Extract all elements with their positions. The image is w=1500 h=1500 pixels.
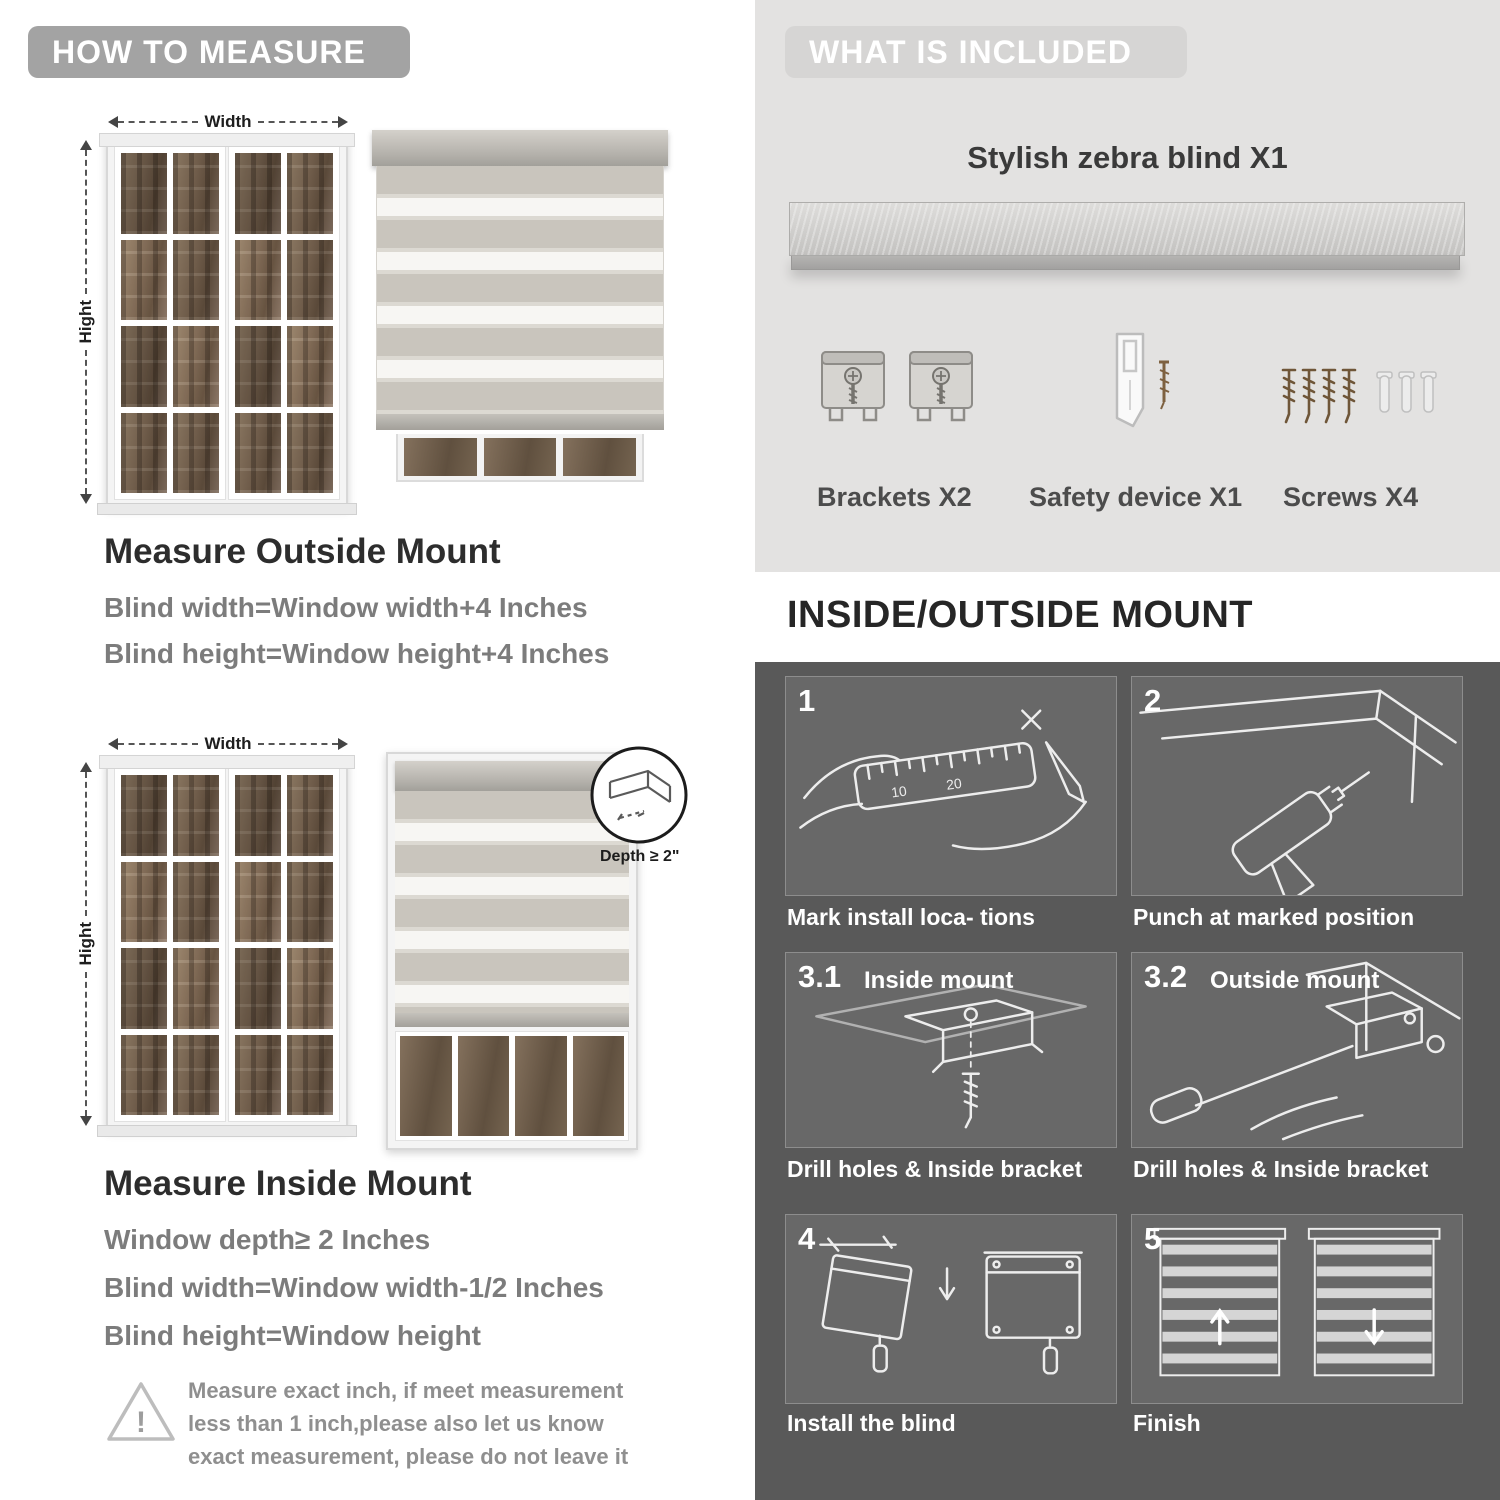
depth-callout-label: Depth ≥ 2" bbox=[600, 848, 680, 865]
window-illustration-inside bbox=[97, 755, 357, 1137]
step-number: 2 bbox=[1144, 683, 1162, 718]
screws-label: Screws X4 bbox=[1283, 482, 1419, 512]
arrow-down-icon bbox=[80, 494, 92, 504]
width-label: Width bbox=[204, 112, 252, 131]
step-panel-3-2: 3.2 Outside mount bbox=[1131, 952, 1463, 1148]
step2-drill-illustration bbox=[1139, 689, 1457, 895]
blind-cassette bbox=[395, 761, 629, 791]
step-panel-5: 5 bbox=[1131, 1214, 1463, 1404]
step-title: Inside mount bbox=[864, 967, 1014, 994]
bracket-icon bbox=[909, 351, 973, 422]
step3-1-inside-bracket-illustration bbox=[815, 983, 1087, 1129]
height-label: Hight bbox=[76, 300, 95, 344]
step-caption-5: Finish bbox=[1133, 1410, 1201, 1436]
step-panel-4: 4 bbox=[785, 1214, 1117, 1404]
mount-steps-section: 1 10 20 Mark install loca- tions bbox=[755, 662, 1500, 1500]
what-is-included-section: WHAT IS INCLUDED Stylish zebra blind X1 bbox=[755, 0, 1500, 572]
arrow-right-icon bbox=[338, 738, 348, 750]
bracket-icon bbox=[821, 351, 885, 422]
blind-fabric-stripes bbox=[376, 166, 664, 414]
product-title: Stylish zebra blind X1 bbox=[967, 140, 1288, 175]
window-illustration-outside bbox=[97, 133, 357, 515]
svg-text:10: 10 bbox=[890, 782, 908, 800]
inside-formula-height: Blind height=Window height bbox=[104, 1320, 481, 1351]
svg-text:!: ! bbox=[136, 1406, 146, 1439]
measurement-note: Measure exact inch, if meet measurement … bbox=[188, 1378, 629, 1469]
zebra-blind-headrail-illustration bbox=[789, 202, 1465, 270]
window-casement bbox=[228, 146, 340, 500]
step-caption-3-1: Drill holes & Inside bracket bbox=[787, 1156, 1083, 1182]
arrow-right-icon bbox=[338, 116, 348, 128]
step5-finish-illustration bbox=[1153, 1227, 1441, 1377]
arrow-down-icon bbox=[80, 1116, 92, 1126]
window-behind-blind bbox=[395, 434, 645, 482]
step3-2-outside-bracket-illustration bbox=[1149, 961, 1461, 1141]
headrail-lip bbox=[791, 256, 1460, 270]
step-panel-2: 2 bbox=[1131, 676, 1463, 896]
blind-bottom-rail bbox=[395, 1013, 629, 1027]
arrow-up-icon bbox=[80, 762, 92, 772]
safety-device-icon bbox=[1115, 332, 1170, 428]
brackets-label: Brackets X2 bbox=[817, 482, 972, 512]
step-number: 5 bbox=[1144, 1221, 1162, 1256]
window-behind-blind bbox=[395, 1031, 629, 1141]
blind-cassette bbox=[372, 130, 668, 166]
brackets-icons bbox=[817, 342, 977, 428]
window-casement bbox=[114, 146, 226, 500]
window-casement bbox=[228, 768, 340, 1122]
zebra-blind-illustration-inside bbox=[386, 752, 638, 1150]
width-arrow-inside: Width bbox=[108, 734, 348, 754]
measure-outside-heading: Measure Outside Mount bbox=[104, 532, 501, 571]
inside-outside-mount-heading: INSIDE/OUTSIDE MOUNT bbox=[787, 594, 1254, 636]
step-panel-1: 1 10 20 bbox=[785, 676, 1117, 896]
headrail-body bbox=[789, 202, 1465, 256]
step1-mark-illustration: 10 20 bbox=[799, 709, 1088, 851]
what-is-included-banner: WHAT IS INCLUDED bbox=[785, 26, 1187, 78]
step-panel-3-1: 3.1 Inside mount bbox=[785, 952, 1117, 1148]
blind-fabric-stripes bbox=[395, 791, 629, 1013]
step-caption-4: Install the blind bbox=[787, 1410, 956, 1436]
window-corner-detail-icon bbox=[590, 746, 688, 844]
inside-formula-width: Blind width=Window width-1/2 Inches bbox=[104, 1272, 604, 1303]
width-arrow-outside: Width bbox=[108, 112, 348, 132]
step-number: 1 bbox=[798, 683, 816, 718]
step-caption-2: Punch at marked position bbox=[1133, 904, 1415, 930]
step-number: 3.1 bbox=[798, 959, 842, 994]
step-caption-3-2: Drill holes & Inside bracket bbox=[1133, 1156, 1429, 1182]
window-casement bbox=[114, 768, 226, 1122]
depth-callout-circle bbox=[588, 744, 690, 846]
screws-and-anchors-icon bbox=[1281, 368, 1437, 424]
inside-formula-depth: Window depth≥ 2 Inches bbox=[104, 1224, 431, 1255]
arrow-up-icon bbox=[80, 140, 92, 150]
height-arrow-outside: Hight bbox=[74, 140, 98, 504]
step-number: 3.2 bbox=[1144, 959, 1188, 994]
safety-device-icons bbox=[1095, 328, 1179, 446]
width-label: Width bbox=[204, 734, 252, 753]
zebra-blind-illustration-outside bbox=[372, 130, 668, 482]
arrow-left-icon bbox=[108, 116, 118, 128]
outside-formula-height: Blind height=Window height+4 Inches bbox=[104, 638, 610, 669]
outside-formula-width: Blind width=Window width+4 Inches bbox=[104, 592, 588, 623]
step-caption-1: Mark install loca- tions bbox=[787, 904, 1035, 930]
arrow-left-icon bbox=[108, 738, 118, 750]
safety-device-label: Safety device X1 bbox=[1029, 482, 1243, 512]
svg-text:20: 20 bbox=[945, 775, 963, 793]
measure-inside-heading: Measure Inside Mount bbox=[104, 1164, 472, 1203]
height-label: Hight bbox=[76, 922, 95, 966]
blind-bottom-rail bbox=[376, 414, 664, 430]
how-to-measure-banner: HOW TO MEASURE bbox=[28, 26, 410, 78]
step-title: Outside mount bbox=[1210, 967, 1380, 994]
mount-heading-band: INSIDE/OUTSIDE MOUNT bbox=[755, 572, 1500, 662]
step4-install-illustration bbox=[819, 1235, 1083, 1375]
height-arrow-inside: Hight bbox=[74, 762, 98, 1126]
screws-icons bbox=[1273, 358, 1453, 438]
step-number: 4 bbox=[798, 1221, 816, 1256]
warning-triangle-icon: ! bbox=[104, 1378, 178, 1451]
